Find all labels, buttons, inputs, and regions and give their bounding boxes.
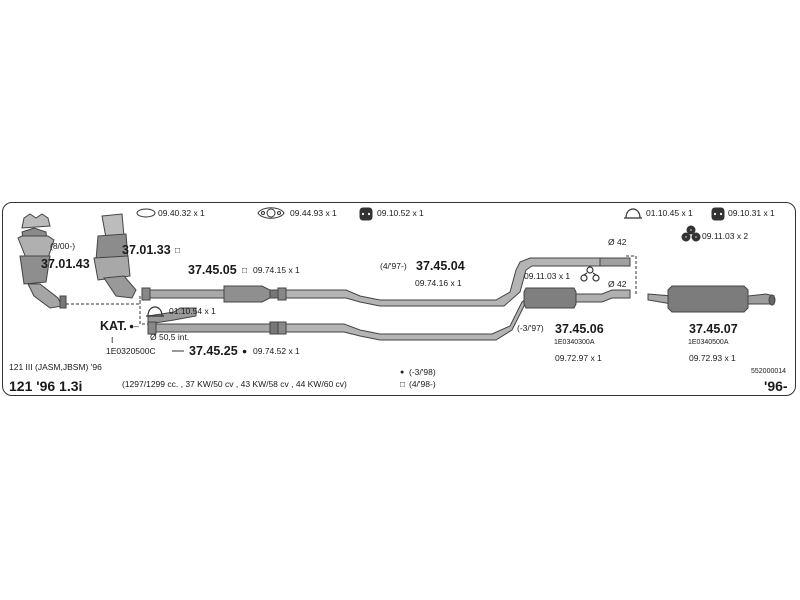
rear-muffler (647, 285, 776, 313)
front-pipe1-fitting: 09.74.15 x 1 (253, 265, 300, 275)
legend-square-symbol: □ (400, 379, 406, 389)
front-pipe-lower (147, 307, 279, 335)
kat-oe-number: 1E0320500C (106, 346, 156, 356)
center-muffler-fitting: 09.72.97 x 1 (555, 353, 602, 363)
center-muffler-variant: (-3/'97) (517, 323, 544, 333)
diagram-frame (2, 202, 796, 396)
diameter-bottom: Ø 42 (608, 279, 627, 289)
clamp-icon (146, 306, 164, 317)
rubber-mount-icon (359, 207, 373, 221)
middle-pipe-upper (277, 257, 631, 307)
legend-dot-range: (-3/'98) (409, 367, 436, 377)
middle-pipe-fitting: 09.74.16 x 1 (415, 278, 462, 288)
legend-square-range: (4/'98-) (409, 379, 436, 389)
gasket-ring-icon (136, 208, 156, 218)
clamp-icon (624, 208, 642, 219)
vehicle-name: 121 '96 1.3i (9, 378, 83, 394)
center-muffler (523, 287, 631, 309)
hardware-09-40-32: 09.40.32 x 1 (158, 208, 205, 218)
engine-specs: (1297/1299 cc. , 37 KW/50 cv , 43 KW/58 … (122, 379, 347, 389)
catalytic-converter-center (93, 213, 137, 299)
kat-label: KAT. (100, 319, 127, 333)
hardware-09-44-93: 09.44.93 x 1 (290, 208, 337, 218)
hardware-09-11-03-x1: 09.11.03 x 1 (524, 271, 571, 281)
cat1-variant: (8/00-) (50, 241, 76, 251)
hardware-09-10-31: 09.10.31 x 1 (728, 208, 775, 218)
front-pipe1-part-number: 37.45.05 (188, 263, 237, 277)
catalytic-converter-left (17, 213, 67, 309)
diagram-code: 552000014 (751, 368, 787, 375)
middle-pipe-part-number: 37.45.04 (416, 259, 465, 273)
front-pipe-upper (141, 285, 279, 303)
model-year: '96- (764, 378, 788, 394)
vehicle-model: 121 III (JASM,JBSM) '96 (9, 362, 102, 372)
cat2-part-number: 37.01.33 (122, 243, 171, 257)
front-pipe2-part-number: 37.45.25 (189, 344, 238, 358)
hardware-01-10-54: 01.10.54 x 1 (169, 306, 216, 316)
cat2-symbol: □ (175, 245, 181, 255)
front-pipe2-symbol: ● (242, 346, 248, 356)
rear-muffler-fitting: 09.72.93 x 1 (689, 353, 736, 363)
legend-dot-symbol: ● (400, 369, 405, 376)
cat1-part-number: 37.01.43 (41, 257, 90, 271)
center-muffler-oe-number: 1E0340300A (554, 339, 595, 346)
kat-diameter: Ø 50,5 int. (150, 332, 190, 342)
hardware-01-10-45: 01.10.45 x 1 (646, 208, 693, 218)
diameter-top: Ø 42 (608, 237, 627, 247)
connection-lines (66, 255, 637, 325)
rear-muffler-part-number: 37.45.07 (689, 322, 738, 336)
rear-muffler-oe-number: 1E0340500A (688, 339, 729, 346)
flange-gasket-icon (257, 207, 285, 219)
kat-marker: I (111, 335, 114, 345)
front-pipe1-symbol: □ (242, 265, 248, 275)
hardware-09-11-03-x2: 09.11.03 x 2 (702, 231, 749, 241)
kat-symbol: ●– (129, 321, 139, 331)
hardware-09-10-52: 09.10.52 x 1 (377, 208, 424, 218)
center-muffler-part-number: 37.45.06 (555, 322, 604, 336)
middle-pipe-variant: (4/'97-) (380, 261, 407, 271)
front-pipe2-fitting: 09.74.52 x 1 (253, 346, 300, 356)
rubber-mount-icon (711, 207, 725, 221)
hanger-icon (580, 266, 600, 282)
hanger-icon (681, 225, 701, 242)
